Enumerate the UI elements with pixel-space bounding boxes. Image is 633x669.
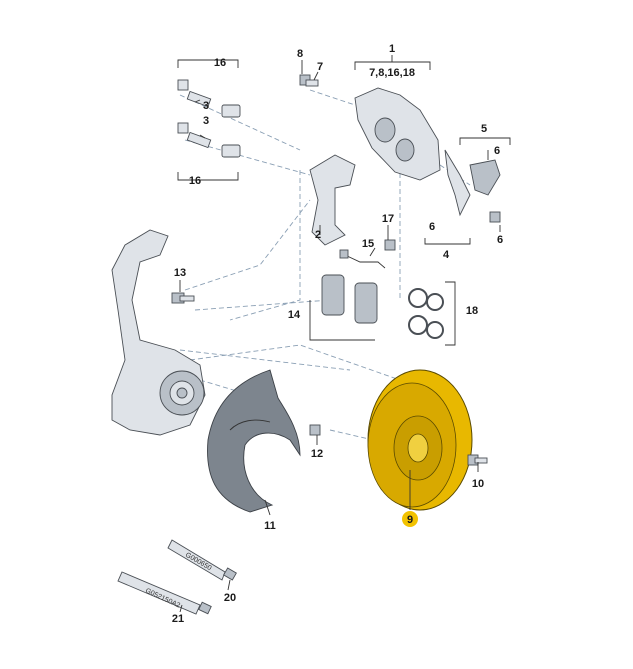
callout-16b: 16 [189, 175, 201, 187]
bolt-7-icon [305, 79, 319, 87]
brake-caliper[interactable] [354, 87, 441, 181]
dust-shield[interactable] [207, 369, 301, 513]
steering-knuckle[interactable] [111, 229, 206, 436]
spring-clip[interactable] [444, 149, 501, 217]
caliper-carrier[interactable] [309, 154, 356, 246]
callout-14: 14 [288, 309, 301, 321]
callout-12: 12 [311, 448, 323, 460]
callout-6a: 6 [494, 145, 500, 157]
callout-6b: 6 [429, 221, 435, 233]
callout-1-sub: 7,8,16,18 [369, 67, 415, 79]
callout-17: 17 [382, 213, 394, 225]
callout-3a: 3 [203, 100, 209, 112]
bolt-6-icon [489, 211, 501, 223]
callout-3b: 3 [203, 115, 209, 127]
callout-13: 13 [174, 267, 186, 279]
callout-11: 11 [264, 520, 276, 532]
callout-8: 8 [297, 48, 303, 60]
bolts[interactable] [171, 74, 501, 466]
callout-20: 20 [224, 592, 236, 604]
callout-10: 10 [472, 478, 484, 490]
leader-lines [177, 55, 511, 613]
grease-tube-21[interactable]: G052150A2 [117, 571, 212, 615]
callout-21: 21 [172, 613, 184, 625]
callout-16a: 16 [214, 57, 226, 69]
callout-5: 5 [481, 123, 487, 135]
piston-seals[interactable] [408, 288, 444, 339]
callouts: 1 7,8,16,18 2 3 3 4 5 6 6 6 7 8 9 10 11 … [172, 43, 503, 625]
wear-sensor[interactable] [339, 249, 386, 269]
callout-4: 4 [443, 249, 450, 261]
bolt-17-icon [384, 239, 396, 251]
callout-18: 18 [466, 305, 478, 317]
callout-1: 1 [389, 43, 395, 55]
callout-15: 15 [362, 238, 374, 250]
callout-7: 7 [317, 61, 323, 73]
bolt-12-icon [309, 424, 321, 436]
grease-tube-20[interactable]: G000650 [167, 539, 237, 581]
brake-pads[interactable] [321, 274, 378, 324]
callout-6c: 6 [497, 234, 503, 246]
callout-9-badge: 9 [402, 511, 418, 527]
callout-9: 9 [407, 514, 413, 526]
callout-2: 2 [315, 229, 321, 241]
brake-disc[interactable] [367, 369, 473, 511]
